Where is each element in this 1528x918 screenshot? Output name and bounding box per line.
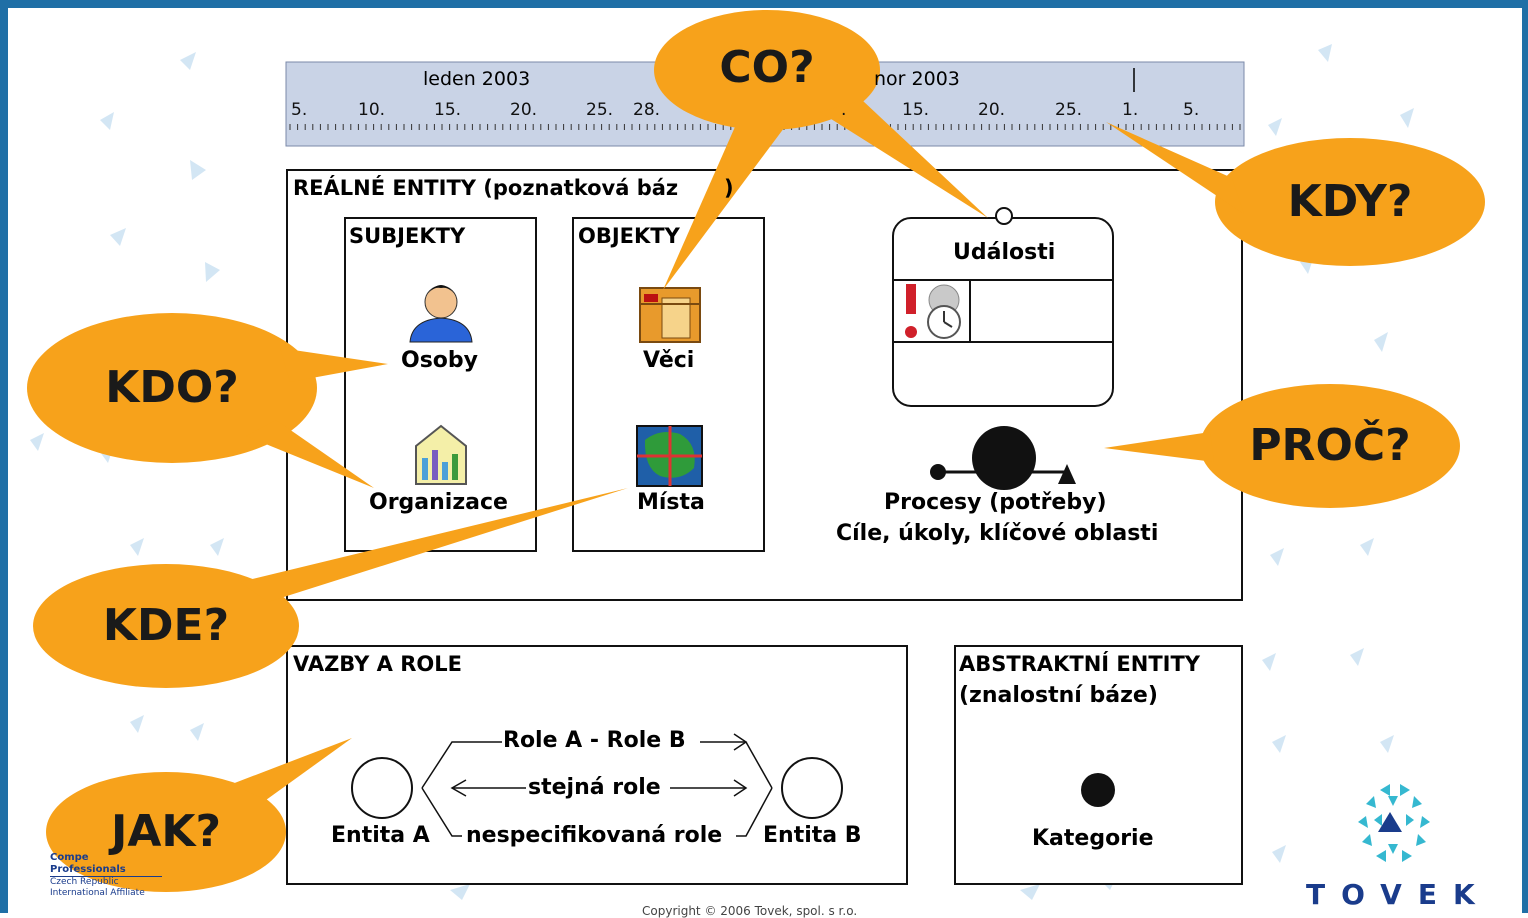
timeline-tick-label: . [841,100,847,120]
timeline-month-feb: nor 2003 [874,68,960,90]
timeline-tick-label: 28. [633,100,661,120]
persons-label: Osoby [401,348,478,373]
affiliate-line-3: Czech Republic [50,877,119,887]
role-ab-label: Role A - Role B [503,728,686,753]
abstract-box [954,645,1243,885]
tovek-logo [1358,784,1430,862]
timeline-tick-label: 10. [358,100,386,120]
frame-top [0,0,1528,8]
affiliate-line-4: International Affiliate [50,888,145,898]
background-triangles [30,44,1414,900]
timeline-tick-label: 20. [978,100,1006,120]
frame-right [1522,0,1528,913]
events-icon [905,284,961,339]
process-symbol [930,426,1076,490]
timeline-tick-label: 15. [434,100,462,120]
bubble-co: CO? [719,42,815,93]
entity-b-circle [781,757,843,819]
category-dot [1081,773,1115,807]
event-hook [995,207,1013,225]
entity-a-label: Entita A [331,823,430,848]
timeline-tick-label: 20. [510,100,538,120]
timeline-month-jan: leden 2003 [423,68,531,90]
timeline-tick-label: 1. [1122,100,1139,120]
organization-icon [415,424,467,485]
relation-lines [421,733,773,837]
subjects-box [344,217,537,552]
timeline-tick-label: 25. [586,100,614,120]
organizations-label: Organizace [369,490,508,515]
timeline-tick-label: 5. [291,100,308,120]
unspecified-role-label: nespecifikovaná role [466,823,723,848]
entity-b-label: Entita B [763,823,862,848]
subjects-title: SUBJEKTY [349,224,466,248]
speech-bubbles [27,10,1485,892]
tovek-logo-text: TOVEK [1306,878,1491,911]
real-entities-title-end: ) [724,176,734,200]
objects-title: OBJEKTY [578,224,680,248]
entity-a-circle [351,757,413,819]
real-entities-title: REÁLNÉ ENTITY (poznatková báz [293,176,679,200]
bubble-proc: PROČ? [1249,420,1411,471]
objects-box [572,217,765,552]
relations-title: VAZBY A ROLE [293,652,462,676]
goals-label: Cíle, úkoly, klíčové oblasti [836,521,1159,546]
timeline-tick-label: 25. [1055,100,1083,120]
same-role-label: stejná role [528,775,661,800]
category-label: Kategorie [1032,826,1154,851]
copyright-text: Copyright © 2006 Tovek, spol. s r.o. [642,904,858,918]
affiliate-line-2: Professionals [50,864,162,877]
timeline-tick-label: 5. [1183,100,1200,120]
things-label: Věci [643,348,695,373]
affiliate-line-1: Compe [50,852,89,863]
bubble-jak: JAK? [110,806,222,857]
abstract-title: ABSTRAKTNÍ ENTITY [959,652,1201,676]
person-icon [409,285,473,343]
events-label: Události [953,240,1056,265]
places-label: Místa [637,490,705,515]
processes-label: Procesy (potřeby) [884,490,1107,515]
bubble-kdo: KDO? [105,362,239,413]
frame-left [0,0,8,913]
package-icon [639,287,701,343]
timeline-tick-label: 15. [902,100,930,120]
affiliate-block: Compe Professionals Czech Republic Inter… [50,852,162,899]
bubble-kde: KDE? [102,600,230,651]
map-icon [636,425,703,487]
abstract-subtitle: (znalostní báze) [959,683,1158,708]
bubble-kdy: KDY? [1287,176,1413,227]
